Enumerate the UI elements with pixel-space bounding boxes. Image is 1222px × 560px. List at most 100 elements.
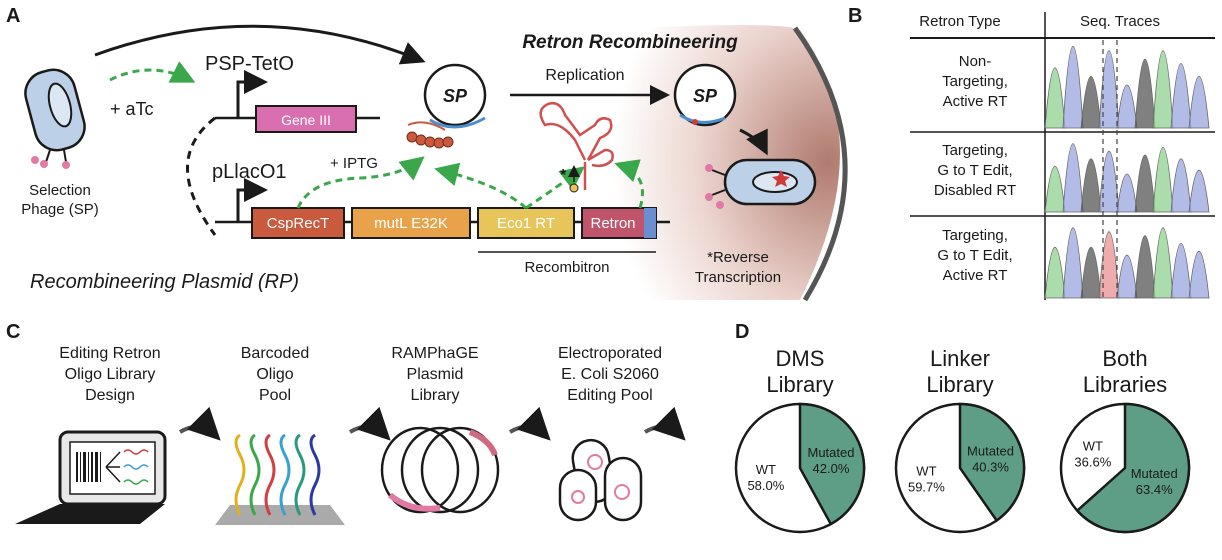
trace-peak — [1170, 63, 1192, 129]
pie-3-label-wt: WT — [1083, 439, 1103, 454]
step-2-line-2: Oligo — [256, 366, 293, 383]
pie-2-label-wt: WT — [916, 464, 936, 479]
flow-arrow-2 — [348, 406, 391, 441]
trace-peak — [1044, 67, 1066, 129]
trace-peak — [1134, 235, 1156, 299]
trace-peak — [1062, 227, 1084, 299]
trace-peak — [1170, 158, 1192, 213]
panel-b: B Retron Type Seq. Traces Non- Targeting… — [848, 5, 1215, 300]
pie-1-label-wt: WT — [756, 462, 776, 477]
trace-peak — [1116, 254, 1138, 299]
plasmid-label: Recombineering Plasmid (RP) — [30, 271, 299, 293]
panel-b-letter: B — [848, 5, 862, 27]
gene-eco1rt-label: Eco1 RT — [497, 215, 555, 232]
replication-label: Replication — [545, 67, 624, 84]
pie-1-title-line-2: Library — [766, 372, 833, 397]
plasmid-library-icon — [380, 426, 500, 514]
trace-peak — [1044, 165, 1066, 213]
step-4-line-1: Electroporated — [558, 345, 662, 362]
trace-peak — [1152, 50, 1174, 129]
panel-d: D DMS Library Linker Library Both Librar… — [734, 321, 1191, 534]
trace-peak — [1062, 143, 1084, 213]
row-3-line-3: Active RT — [943, 267, 1008, 284]
trace-peak — [1116, 84, 1138, 129]
panel-c: C Editing Retron Oligo Library Design Ba… — [6, 321, 686, 525]
pie-2-label-mutated: Mutated — [967, 443, 1014, 458]
row-1-line-3: Active RT — [943, 93, 1008, 110]
pie-charts: Mutated42.0%WT58.0%Mutated40.3%WT59.7%Mu… — [734, 402, 1191, 534]
ssdna-annealing-1 — [429, 116, 486, 129]
step-4-line-3: Editing Pool — [567, 387, 652, 404]
pie-3-value-wt: 36.6% — [1074, 455, 1111, 470]
gene-iii-label: Gene III — [281, 112, 331, 128]
flow-arrow-3 — [508, 406, 551, 441]
pie-1-label-mutated: Mutated — [808, 445, 855, 460]
row-2-line-1: Targeting, — [942, 142, 1008, 159]
trace-peak — [1116, 173, 1138, 213]
pie-1-value-wt: 58.0% — [747, 478, 784, 493]
pie-3-slice-mutated — [1075, 402, 1191, 534]
trace-peak — [1188, 170, 1210, 213]
plus-iptg-label: + IPTG — [330, 155, 378, 172]
step-4-line-2: E. Coli S2060 — [561, 366, 659, 383]
phage-to-sp-arrow — [94, 24, 426, 65]
row-2-line-3: Disabled RT — [934, 182, 1016, 199]
promoter-top-arrow — [236, 70, 268, 118]
flow-arrow-4 — [643, 406, 686, 441]
trace-peak — [1170, 243, 1192, 299]
trace-peak — [1098, 231, 1120, 299]
gene-retron-label: Retron — [590, 215, 635, 232]
trace-peak — [1098, 50, 1120, 129]
panel-d-letter: D — [735, 321, 749, 343]
pie-2-value-mutated: 40.3% — [972, 459, 1009, 474]
selection-phage-icon — [24, 68, 86, 169]
panel-c-letter: C — [6, 321, 20, 343]
selection-phage-label-1: Selection — [29, 182, 91, 199]
pie-3-title-line-2: Libraries — [1083, 372, 1167, 397]
step-3-line-1: RAMPhaGE — [391, 345, 478, 362]
gene-iii-box — [255, 105, 357, 133]
trace-peak — [1044, 246, 1066, 299]
reverse-transcription-label-1: *Reverse — [707, 249, 769, 266]
plasmid-backbone-arc — [186, 116, 217, 236]
row-2-line-2: G to T Edit, — [937, 162, 1012, 179]
sp-plasmid-2 — [673, 63, 737, 127]
retron-ncrna-segment — [644, 208, 656, 238]
pie-2-value-wt: 59.7% — [908, 480, 945, 495]
trace-peak — [1080, 158, 1102, 213]
trace-peak — [1188, 250, 1210, 299]
rt-expression-arrow — [434, 162, 527, 210]
rt-star-label: * — [560, 167, 567, 184]
selection-phage-label-2: Phage (SP) — [21, 201, 99, 218]
col-header-retron-type: Retron Type — [919, 13, 1000, 30]
plus-atc-label: + aTc — [110, 99, 154, 119]
atc-arrow — [109, 61, 196, 83]
trace-peak — [1152, 227, 1174, 299]
pie-1-title-line-1: DMS — [776, 346, 825, 371]
gene-mutl-label: mutL E32K — [374, 215, 448, 232]
csprect-protein-icon — [406, 121, 454, 149]
sp-to-edited-phage-arrow — [739, 128, 768, 156]
trace-peak — [1080, 246, 1102, 299]
promoter-bottom-arrow — [236, 178, 268, 222]
ecoli-cells-icon — [558, 438, 643, 522]
edit-marker — [692, 119, 698, 125]
pie-2-title-line-1: Linker — [930, 346, 990, 371]
gene-csprect-label: CspRecT — [267, 215, 330, 232]
laptop-icon — [15, 430, 167, 524]
panel-a: A Selection Phage (SP) + aTc PSP-TetO Ge… — [6, 5, 848, 302]
step-1-line-3: Design — [85, 387, 135, 404]
retron-recombineering-title: Retron Recombineering — [522, 32, 738, 53]
sp-label-2: SP — [693, 86, 718, 106]
row-1-line-1: Non- — [959, 53, 992, 70]
msdna-hairpin-icon — [539, 101, 614, 193]
recombitron-label: Recombitron — [524, 259, 609, 276]
pie-3-title-line-1: Both — [1102, 346, 1147, 371]
retron-to-msdna-arrow — [614, 159, 644, 209]
trace-peak — [1062, 46, 1084, 129]
trace-peak — [1188, 76, 1210, 129]
col-header-seq-traces: Seq. Traces — [1080, 13, 1160, 30]
pie-2-title-line-2: Library — [926, 372, 993, 397]
trace-peak — [1134, 154, 1156, 213]
